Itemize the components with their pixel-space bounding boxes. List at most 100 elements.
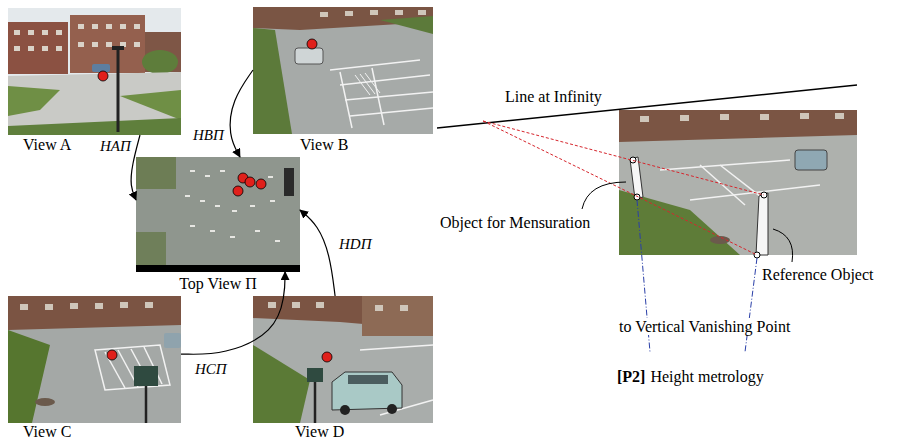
label-holder: Height metrology bbox=[650, 368, 763, 385]
null-part-part bbox=[760, 114, 769, 120]
photo-top-view-part bbox=[245, 177, 255, 187]
construction-lines-part bbox=[773, 229, 793, 262]
photo-view-a-part bbox=[8, 22, 68, 74]
homography-label: HCΠ bbox=[194, 361, 228, 378]
photo-view-d-part bbox=[362, 296, 433, 336]
photo-top-view-part bbox=[233, 186, 243, 196]
null-part-part bbox=[42, 30, 48, 35]
callout-label: Reference Object bbox=[762, 266, 873, 283]
construction-lines-part bbox=[582, 182, 626, 209]
photo-metrology-part bbox=[634, 194, 640, 200]
null-part-part bbox=[190, 225, 195, 227]
null-part-part bbox=[350, 108, 433, 116]
null-part-part bbox=[78, 42, 84, 47]
photo-metrology-part bbox=[619, 110, 857, 142]
null-part-part bbox=[800, 113, 809, 119]
view-caption: Top View Π bbox=[179, 275, 257, 292]
null-part-part bbox=[400, 305, 408, 311]
photo-view-a-part bbox=[98, 71, 108, 81]
view-frame: View B bbox=[253, 7, 433, 134]
photo-view-a-part bbox=[8, 8, 181, 135]
photo-view-b-part bbox=[253, 28, 292, 134]
photo-view-a-part bbox=[142, 50, 178, 74]
view-frame: Top View Π bbox=[136, 157, 300, 272]
edge-label-holder: HDΠ bbox=[338, 236, 373, 253]
photo-metrology-part bbox=[619, 110, 857, 255]
null-part-part bbox=[680, 115, 689, 121]
photo-view-a-part bbox=[112, 46, 124, 50]
photo-view-c-part bbox=[134, 366, 158, 386]
null-part-part bbox=[70, 303, 78, 309]
null-part-part bbox=[95, 345, 170, 390]
photo-view-d bbox=[253, 296, 433, 423]
photo-top-view-part bbox=[136, 265, 300, 272]
label-holder: to Vertical Vanishing Point bbox=[617, 318, 792, 335]
view-frame: View A bbox=[8, 8, 181, 135]
photo-view-c-part bbox=[35, 398, 55, 406]
view-caption: View C bbox=[23, 423, 71, 440]
null-part-part bbox=[205, 175, 210, 177]
null-part-part bbox=[78, 24, 84, 29]
null-part bbox=[355, 73, 380, 95]
photo-view-d-part bbox=[322, 352, 332, 362]
null-part-part bbox=[700, 165, 745, 205]
line-label: Line at Infinity bbox=[505, 88, 602, 105]
photo-view-c-part bbox=[8, 330, 50, 423]
null-part-part bbox=[720, 114, 729, 120]
null-part-part bbox=[255, 230, 260, 232]
photo-view-a bbox=[8, 8, 181, 135]
label-holder: Reference Object bbox=[762, 266, 873, 283]
null-part-part bbox=[120, 24, 126, 29]
photo-view-c-part bbox=[8, 296, 181, 423]
null-part-part bbox=[316, 302, 324, 308]
null-part-part bbox=[215, 205, 220, 207]
null-part-part bbox=[210, 230, 215, 232]
null-part-part bbox=[14, 30, 20, 35]
null-part-part bbox=[134, 24, 140, 29]
null-part bbox=[14, 24, 140, 51]
construction-lines-part bbox=[483, 121, 757, 255]
homography-arrow bbox=[230, 70, 253, 157]
photo-view-a-part bbox=[70, 15, 145, 73]
null-part-part bbox=[320, 12, 328, 17]
photo-view-b-part bbox=[307, 39, 317, 49]
null-part-part bbox=[365, 73, 380, 93]
view-caption: View D bbox=[295, 423, 344, 440]
photo-view-d-part bbox=[253, 345, 310, 423]
null-part-part bbox=[134, 42, 140, 47]
photo-view-b-part bbox=[380, 16, 433, 34]
photo-metrology-part bbox=[756, 193, 768, 255]
construction-lines bbox=[437, 85, 857, 352]
photo-view-d-part bbox=[340, 405, 350, 415]
null-part-part bbox=[835, 113, 844, 119]
photo-view-b-part bbox=[295, 48, 323, 64]
photo-view-d-part bbox=[348, 375, 388, 384]
callout-label: Object for Mensuration bbox=[440, 214, 590, 231]
null-part-part bbox=[372, 68, 384, 125]
null-part-part bbox=[360, 345, 433, 350]
photo-view-c-part bbox=[164, 333, 181, 348]
photo-top-view-part bbox=[256, 179, 266, 189]
edge-label-holder: HAΠ bbox=[99, 138, 132, 155]
photo-view-c bbox=[8, 296, 181, 423]
view-label: Top View Π bbox=[179, 275, 257, 292]
photo-view-d-part bbox=[307, 368, 323, 382]
view-label: View B bbox=[300, 136, 348, 153]
panel-tag: [P2] bbox=[617, 368, 645, 385]
photo-view-a-part bbox=[117, 50, 120, 132]
null-part-part bbox=[370, 10, 378, 15]
null-part-part bbox=[120, 302, 128, 308]
label-holder: Object for Mensuration bbox=[440, 214, 590, 231]
photo-view-a-part bbox=[8, 86, 60, 116]
photo-metrology-part bbox=[795, 150, 827, 170]
panel-title: Height metrology bbox=[650, 368, 763, 385]
photo-top-view-part bbox=[136, 232, 166, 265]
null-part-part bbox=[106, 42, 112, 47]
photo-view-d-part bbox=[387, 404, 397, 414]
photo-view-c-part bbox=[107, 350, 117, 360]
null-part bbox=[320, 10, 426, 17]
photo-metrology-part bbox=[619, 190, 740, 255]
null-part-part bbox=[330, 60, 420, 70]
null-part-part bbox=[340, 72, 352, 128]
null-part-part bbox=[56, 46, 62, 51]
